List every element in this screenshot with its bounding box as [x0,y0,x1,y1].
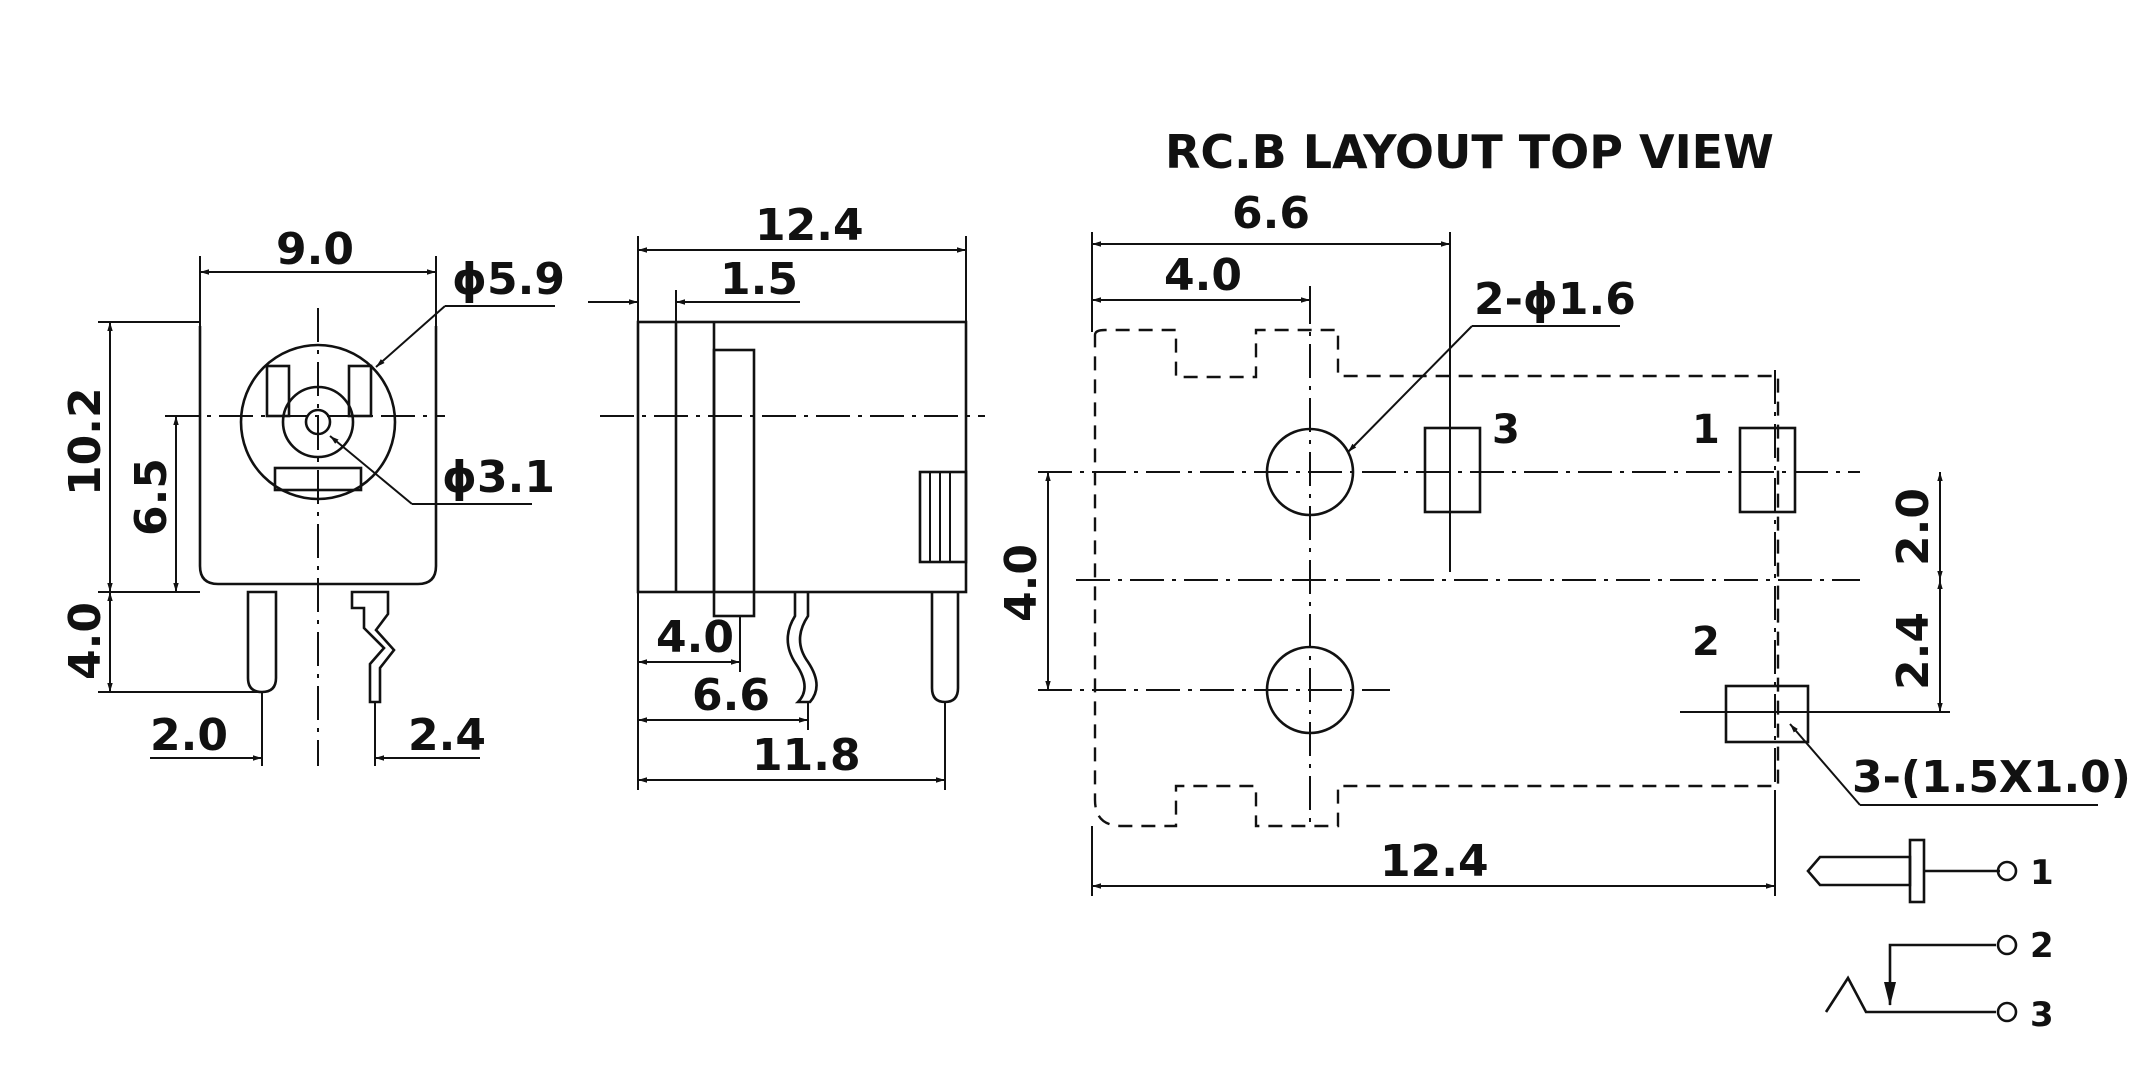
dim-height: 10.2 [60,387,111,496]
pad-1 [1738,426,1797,514]
dim-hole-spec: 2-ϕ1.6 [1474,274,1636,325]
dim-pin-length: 4.0 [60,602,111,680]
dim-pcb-length: 12.4 [1380,836,1489,887]
schematic-pin-3: 3 [2030,995,2054,1035]
pad-label-1: 1 [1692,407,1720,453]
side-view: 12.4 1.5 4.0 6.6 11.8 [588,200,985,790]
dim-side-pin-2: 6.6 [692,670,770,721]
drawing-title: RC.B LAYOUT TOP VIEW [1165,125,1774,179]
pad-label-2: 2 [1692,619,1720,665]
pad-2 [1724,684,1810,744]
schematic-pin-1: 1 [2030,853,2054,893]
dim-pin-offset-right: 2.4 [408,710,486,761]
dim-pin-dia: ϕ3.1 [442,452,555,503]
dim-pad-spacing-upper: 2.0 [1888,488,1939,566]
dim-opening-dia: ϕ5.9 [452,254,565,305]
schematic-pin-2: 2 [2030,926,2054,966]
pad-label-3: 3 [1492,407,1520,453]
dim-pcb-top-inner: 4.0 [1164,250,1242,301]
dim-flange: 1.5 [720,254,798,305]
dim-width: 9.0 [276,224,354,275]
pcb-layout: 3 1 2 6.6 4.0 2-ϕ1.6 4.0 2.0 2.4 3-(1.5X… [996,188,2131,896]
pin-schematic: 1 2 3 [1806,838,2054,1035]
dim-pcb-top-outer: 6.6 [1232,188,1310,239]
dim-side-pin-3: 11.8 [752,730,861,781]
dim-hole-spacing: 4.0 [996,544,1047,622]
pad-3 [1423,426,1482,514]
dim-side-length: 12.4 [755,200,864,251]
dim-pin-offset-left: 2.0 [150,710,228,761]
dim-pad-spec: 3-(1.5X1.0) [1852,752,2131,803]
front-view: 9.0 ϕ5.9 ϕ3.1 10.2 6.5 4.0 2.0 2.4 [60,224,565,766]
dim-pad-spacing-lower: 2.4 [1888,612,1939,690]
dim-center-height: 6.5 [126,458,177,536]
dim-side-pin-1: 4.0 [656,612,734,663]
